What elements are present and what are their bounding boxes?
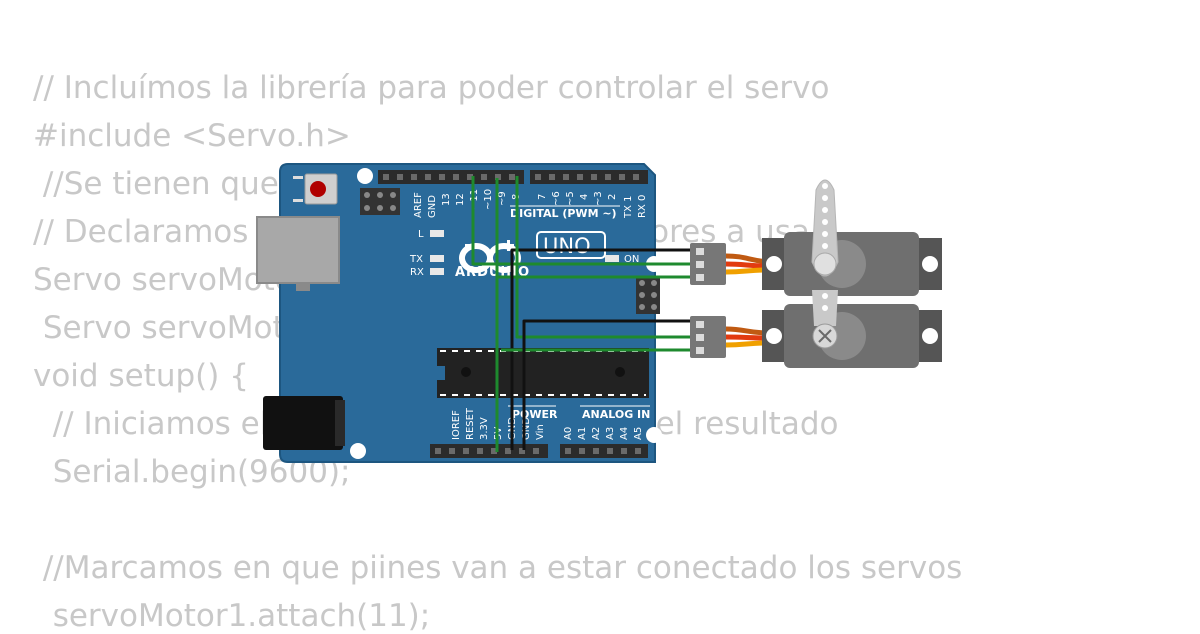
pin-label: A1: [577, 427, 588, 440]
pin-label: ~3: [593, 191, 604, 206]
servo-connector: [690, 316, 726, 358]
code-line: void setup() {: [33, 358, 249, 394]
pin-label: RESET: [465, 407, 476, 440]
led-l: [430, 230, 444, 237]
analog-header: [560, 444, 648, 458]
pin-label: GND: [521, 417, 532, 440]
power-header: [430, 444, 548, 458]
pin-label: A2: [591, 427, 602, 440]
pin-label: IOREF: [451, 410, 462, 440]
usb-port: [256, 216, 340, 284]
pin-label: GND: [427, 195, 438, 218]
code-line: // Iniciamos el: [33, 406, 269, 442]
code-line: servoMotor1.attach(11);: [33, 598, 431, 634]
servo-motor-1[interactable]: [690, 179, 942, 296]
code-line: //Se tienen que: [33, 166, 279, 202]
close-icon: [818, 329, 832, 343]
digital-header: [378, 170, 648, 184]
wires: [471, 176, 698, 452]
wire-signal-1: [471, 176, 698, 266]
code-line: #include <Servo.h>: [33, 118, 351, 154]
pin-label: AREF: [413, 192, 424, 218]
reset-button[interactable]: [293, 173, 338, 205]
icsp-header-right: [636, 276, 660, 314]
code-line: Servo servoMoto: [33, 310, 304, 346]
mounting-hole: [357, 168, 373, 184]
servo-motor-2[interactable]: [690, 290, 942, 368]
pin-label: ~9: [497, 191, 508, 206]
pin-label: TX 1: [623, 196, 634, 220]
arduino-uno-board[interactable]: AREF GND 13 12 ~11 ~10 ~9 8 7 ~6 ~5 4 ~3…: [256, 163, 662, 463]
wire-signal-2: [515, 176, 698, 339]
pin-label: A3: [605, 427, 616, 440]
power-label: POWER: [512, 408, 558, 421]
mounting-hole: [646, 427, 662, 443]
pin-label: A5: [633, 427, 644, 440]
led-tx: [430, 255, 444, 262]
mounting-hole: [350, 443, 366, 459]
pin-label: 4: [579, 194, 590, 200]
wire-ground-2: [522, 319, 698, 450]
pin-label: A0: [563, 427, 574, 440]
analog-label: ANALOG IN: [582, 408, 650, 421]
led-l-label: L: [418, 229, 424, 240]
led-on: [605, 255, 619, 262]
microcontroller-chip: [437, 348, 649, 398]
led-rx-label: RX: [410, 267, 424, 278]
pin-label: A4: [619, 427, 630, 440]
pin-label: 7: [537, 194, 548, 200]
pin-label: RX 0: [637, 195, 648, 218]
led-on-label: ON: [624, 254, 639, 265]
digital-label: DIGITAL (PWM ~): [510, 207, 617, 220]
pin-label: ~10: [483, 189, 494, 210]
pin-label: Vin: [535, 424, 546, 440]
code-line: // Incluímos la librería para poder cont…: [33, 70, 830, 106]
pin-label: 12: [455, 193, 466, 206]
pin-label: ~6: [551, 191, 562, 206]
pin-label: 3.3V: [479, 417, 490, 440]
servo-connector: [690, 243, 726, 285]
led-rx: [430, 268, 444, 275]
model-label: UNO: [543, 234, 591, 258]
power-jack: [263, 396, 345, 450]
code-line: //Marcamos en que piines van a estar con…: [33, 550, 963, 586]
pin-label: 2: [607, 194, 618, 200]
pin-label: 13: [441, 193, 452, 206]
icsp-header: [360, 188, 400, 215]
wire-ground-1: [510, 248, 698, 450]
pin-label: ~5: [565, 191, 576, 206]
led-tx-label: TX: [409, 254, 423, 265]
